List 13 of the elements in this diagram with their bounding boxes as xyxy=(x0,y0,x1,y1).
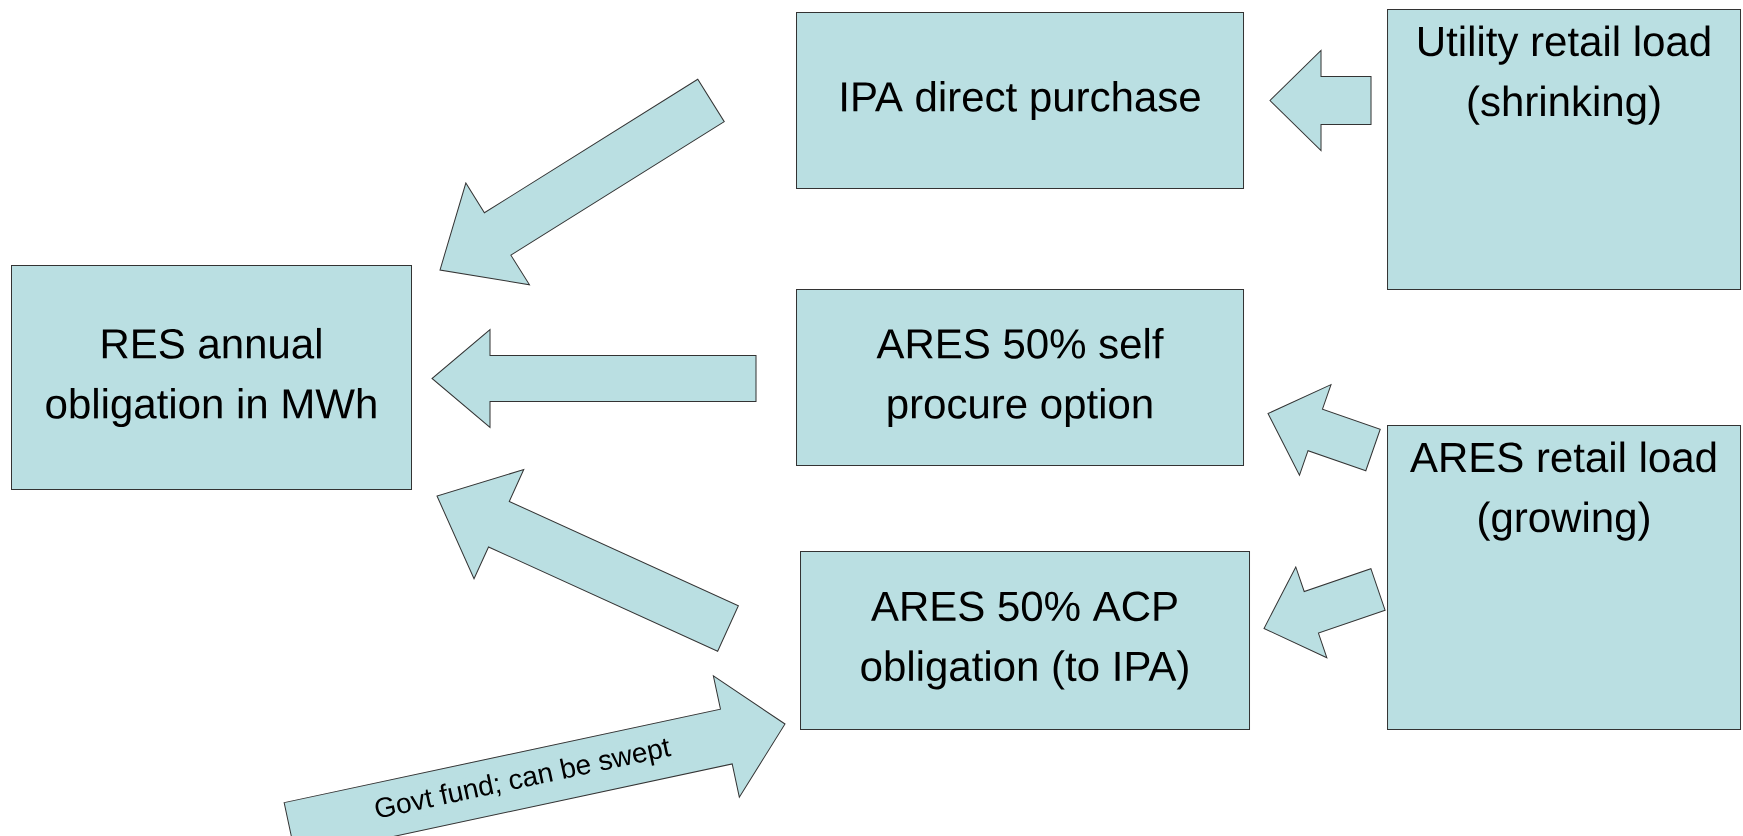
text-box: RES annual obligation in MWh xyxy=(11,265,412,490)
text-box: ARES 50% ACP obligation (to IPA) xyxy=(800,551,1250,730)
text-box: Utility retail load (shrinking) xyxy=(1387,9,1741,290)
block-arrow xyxy=(436,469,739,652)
text-box: ARES 50% self procure option xyxy=(796,289,1244,466)
block-arrow xyxy=(1267,384,1381,476)
block-arrow xyxy=(431,329,757,428)
block-arrow xyxy=(1263,566,1386,659)
block-arrow xyxy=(439,78,725,286)
text-box: ARES retail load (growing) xyxy=(1387,425,1741,730)
block-arrow xyxy=(1269,50,1372,151)
text-box: IPA direct purchase xyxy=(796,12,1244,189)
edge-label: Govt fund; can be swept xyxy=(371,734,675,826)
